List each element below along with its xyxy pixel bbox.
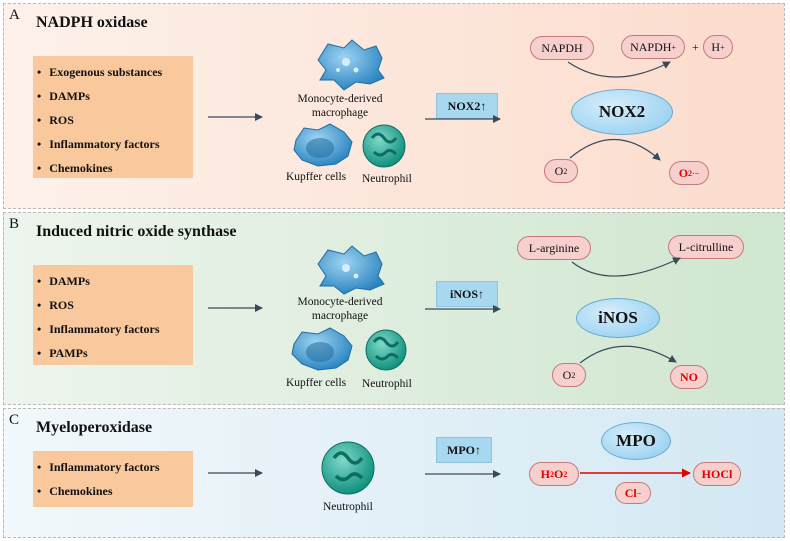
plus-sign: + bbox=[692, 40, 699, 54]
mpo-enzyme: MPO bbox=[601, 422, 671, 460]
l-arginine-pill: L-arginine bbox=[517, 236, 591, 260]
macrophage-icon bbox=[317, 39, 385, 91]
kupffer-cell-icon bbox=[293, 123, 353, 167]
macrophage-label: Monocyte-derived macrophage bbox=[297, 93, 383, 120]
inos-upregulation-badge: iNOS↑ bbox=[436, 281, 498, 307]
factor-item: Chemokines bbox=[37, 479, 193, 503]
factor-item: Inflammatory factors bbox=[37, 132, 193, 156]
macrophage-icon bbox=[317, 245, 385, 295]
panel-title: Myeloperoxidase bbox=[36, 419, 153, 436]
oxygen-reaction-arrow bbox=[569, 138, 661, 161]
neutrophil-label: Neutrophil bbox=[362, 173, 412, 185]
factor-item: Chemokines bbox=[37, 156, 193, 180]
factor-list: DAMPs ROS Inflammatory factors PAMPs bbox=[33, 265, 193, 365]
chloride-pill: Cl− bbox=[615, 482, 651, 504]
factor-item: DAMPs bbox=[37, 269, 193, 293]
nox2-enzyme: NOX2 bbox=[571, 89, 673, 135]
factor-list: Exogenous substances DAMPs ROS Inflammat… bbox=[33, 56, 193, 178]
factor-item: Inflammatory factors bbox=[37, 317, 193, 341]
substrate-nadph-pill: NAPDH bbox=[530, 36, 594, 60]
product-nadph-plus-pill: NAPDH+ bbox=[621, 35, 685, 59]
kupffer-cell-icon bbox=[291, 327, 353, 371]
l-citrulline-pill: L-citrulline bbox=[668, 235, 744, 259]
factor-item: DAMPs bbox=[37, 84, 193, 108]
panel-title: Induced nitric oxide synthase bbox=[36, 223, 237, 240]
oxygen-reaction-arrow bbox=[579, 345, 677, 364]
proton-pill: H+ bbox=[703, 35, 733, 59]
neutrophil-icon bbox=[321, 441, 375, 495]
nox2-upregulation-badge: NOX2↑ bbox=[436, 93, 498, 119]
neutrophil-label: Neutrophil bbox=[362, 378, 412, 390]
neutrophil-icon bbox=[365, 329, 407, 371]
macrophage-label: Monocyte-derived macrophage bbox=[297, 296, 383, 323]
panel-letter: A bbox=[9, 7, 20, 23]
kupffer-cells-label: Kupffer cells bbox=[286, 171, 347, 183]
panel-inos: B Induced nitric oxide synthase DAMPs RO… bbox=[3, 212, 785, 405]
neutrophil-icon bbox=[362, 124, 406, 168]
factor-list: Inflammatory factors Chemokines bbox=[33, 451, 193, 507]
mpo-upregulation-badge: MPO↑ bbox=[436, 437, 492, 463]
factor-item: ROS bbox=[37, 293, 193, 317]
kupffer-cells-label: Kupffer cells bbox=[286, 377, 347, 389]
factor-item: Inflammatory factors bbox=[37, 455, 193, 479]
neutrophil-label: Neutrophil bbox=[323, 501, 373, 513]
panel-letter: B bbox=[9, 216, 20, 232]
nadph-reaction-arrow bbox=[567, 61, 671, 78]
factor-item: ROS bbox=[37, 108, 193, 132]
panel-myeloperoxidase: C Myeloperoxidase Inflammatory factors C… bbox=[3, 408, 785, 538]
panel-nadph-oxidase: A NADPH oxidase Exogenous substances DAM… bbox=[3, 3, 785, 209]
panel-letter: C bbox=[9, 412, 20, 428]
inos-enzyme: iNOS bbox=[576, 298, 660, 338]
arginine-reaction-arrow bbox=[571, 257, 681, 277]
hypochlorous-acid-pill: HOCl bbox=[693, 462, 741, 486]
nitric-oxide-pill: NO bbox=[670, 365, 708, 389]
panel-title: NADPH oxidase bbox=[36, 14, 148, 31]
factor-item: Exogenous substances bbox=[37, 60, 193, 84]
factor-item: PAMPs bbox=[37, 341, 193, 365]
